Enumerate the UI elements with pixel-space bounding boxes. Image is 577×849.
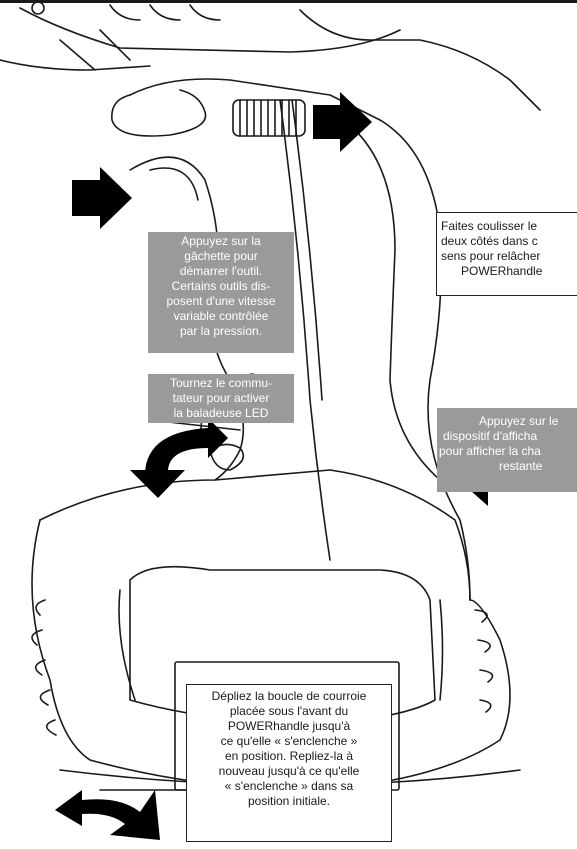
display-callout-line: restante (499, 459, 543, 473)
strap-loop-callout-line: nouveau jusqu'à ce qu'elle (218, 764, 360, 778)
trigger-callout-line: Certains outils dis- (171, 279, 271, 293)
led-switch-callout: Tournez le commu- tateur pour activer la… (148, 374, 294, 423)
slide-release-callout-line: POWERhandle (461, 264, 543, 278)
display-callout: Appuyez sur le dispositif d'afficha pour… (437, 408, 577, 492)
slide-release-callout-line: sens pour relâcher (441, 249, 541, 263)
strap-loop-callout-line: Dépliez la boucle de courroie (211, 689, 367, 703)
strap-loop-callout-line: placée sous l'avant du (229, 704, 349, 718)
strap-loop-callout-line: ce qu'elle « s'enclenche » (220, 734, 358, 748)
trigger-callout-line: posent d'une vitesse (166, 294, 276, 308)
display-callout-line: dispositif d'afficha (443, 429, 538, 443)
display-callout-line: pour afficher la cha (439, 444, 541, 458)
led-switch-callout-line: tateur pour activer (172, 391, 270, 405)
strap-loop-callout-line: « s'enclenche » dans sa (224, 779, 354, 793)
trigger-callout-line: gâchette pour (184, 249, 258, 263)
led-switch-callout-line: Tournez le commu- (169, 376, 273, 390)
display-callout-line: Appuyez sur le (479, 414, 559, 428)
slide-release-callout: Faites coulisser le deux côtés dans c se… (436, 212, 577, 296)
strap-loop-callout-line: position initiale. (247, 794, 331, 808)
trigger-callout-line: variable contrôlée (173, 309, 269, 323)
strap-loop-callout-line: en position. Repliez-la à (224, 749, 354, 763)
trigger-callout: Appuyez sur la gâchette pour démarrer l'… (148, 232, 294, 353)
strap-loop-callout: Dépliez la boucle de courroie placée sou… (186, 684, 392, 842)
trigger-callout-line: par la pression. (179, 324, 263, 338)
slide-release-callout-line: deux côtés dans c (441, 234, 538, 248)
trigger-callout-line: Appuyez sur la (181, 234, 261, 248)
led-switch-callout-line: la baladeuse LED (173, 406, 269, 420)
slide-release-callout-line: Faites coulisser le (441, 219, 538, 233)
strap-loop-callout-line: POWERhandle jusqu'à (227, 719, 351, 733)
trigger-callout-line: démarrer l'outil. (179, 264, 263, 278)
